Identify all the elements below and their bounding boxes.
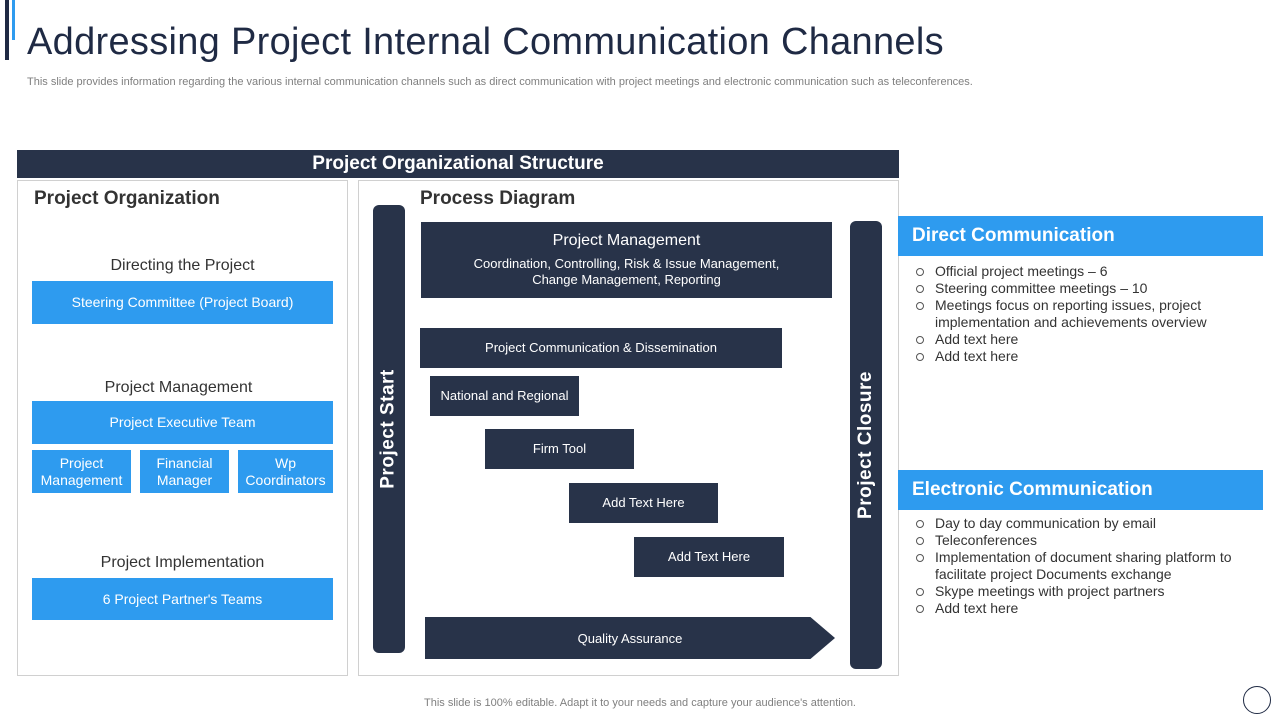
sub-box-wp-coordinators: Wp Coordinators	[238, 450, 333, 493]
direct-item: Meetings focus on reporting issues, proj…	[912, 297, 1257, 331]
slide-subtitle: This slide provides information regardin…	[27, 76, 973, 88]
step-add-text-1: Add Text Here	[569, 483, 718, 523]
pm-box-title: Project Management	[552, 231, 701, 249]
implementation-label: Project Implementation	[100, 554, 265, 571]
electronic-item: Day to day communication by email	[912, 515, 1257, 532]
sub-box-project-management: Project Management	[32, 450, 131, 493]
step-national-regional: National and Regional	[430, 376, 579, 416]
partner-teams-box: 6 Project Partner's Teams	[32, 578, 333, 620]
step-communication-dissemination: Project Communication & Dissemination	[420, 328, 782, 368]
project-closure-bar: Project Closure	[850, 221, 882, 669]
electronic-item: Teleconferences	[912, 532, 1257, 549]
electronic-item: Add text here	[912, 600, 1257, 617]
corner-circle-icon	[1243, 686, 1271, 714]
title-accent-bar	[5, 0, 9, 60]
project-start-label: Project Start	[378, 369, 400, 489]
slide-title: Addressing Project Internal Communicatio…	[27, 21, 944, 63]
electronic-communication-header: Electronic Communication	[898, 470, 1263, 510]
direct-communication-list: Official project meetings – 6 Steering c…	[912, 263, 1257, 365]
steering-committee-box: Steering Committee (Project Board)	[32, 281, 333, 324]
electronic-item: Skype meetings with project partners	[912, 583, 1257, 600]
management-label: Project Management	[104, 379, 253, 396]
process-diagram-title: Process Diagram	[420, 188, 576, 209]
quality-assurance-arrow: Quality Assurance	[425, 617, 835, 659]
directing-label: Directing the Project	[110, 257, 255, 274]
direct-item: Official project meetings – 6	[912, 263, 1257, 280]
project-management-box: Project Management Coordination, Control…	[421, 222, 832, 298]
step-add-text-2: Add Text Here	[634, 537, 784, 577]
direct-item: Add text here	[912, 331, 1257, 348]
direct-item: Steering committee meetings – 10	[912, 280, 1257, 297]
footer-note: This slide is 100% editable. Adapt it to…	[424, 697, 856, 709]
electronic-communication-list: Day to day communication by email Teleco…	[912, 515, 1257, 617]
executive-team-box: Project Executive Team	[32, 401, 333, 444]
direct-item: Add text here	[912, 348, 1257, 365]
project-start-bar: Project Start	[373, 205, 405, 653]
pm-box-desc-1: Coordination, Controlling, Risk & Issue …	[473, 255, 780, 271]
direct-communication-header: Direct Communication	[898, 216, 1263, 256]
structure-header: Project Organizational Structure	[17, 150, 899, 178]
electronic-item: Implementation of document sharing platf…	[912, 549, 1257, 583]
project-organization-title: Project Organization	[34, 188, 220, 209]
pm-box-desc-2: Change Management, Reporting	[532, 272, 721, 287]
sub-box-financial-manager: Financial Manager	[140, 450, 229, 493]
title-accent-bar-blue	[12, 0, 15, 40]
project-closure-label: Project Closure	[855, 371, 876, 519]
step-firm-tool: Firm Tool	[485, 429, 634, 469]
